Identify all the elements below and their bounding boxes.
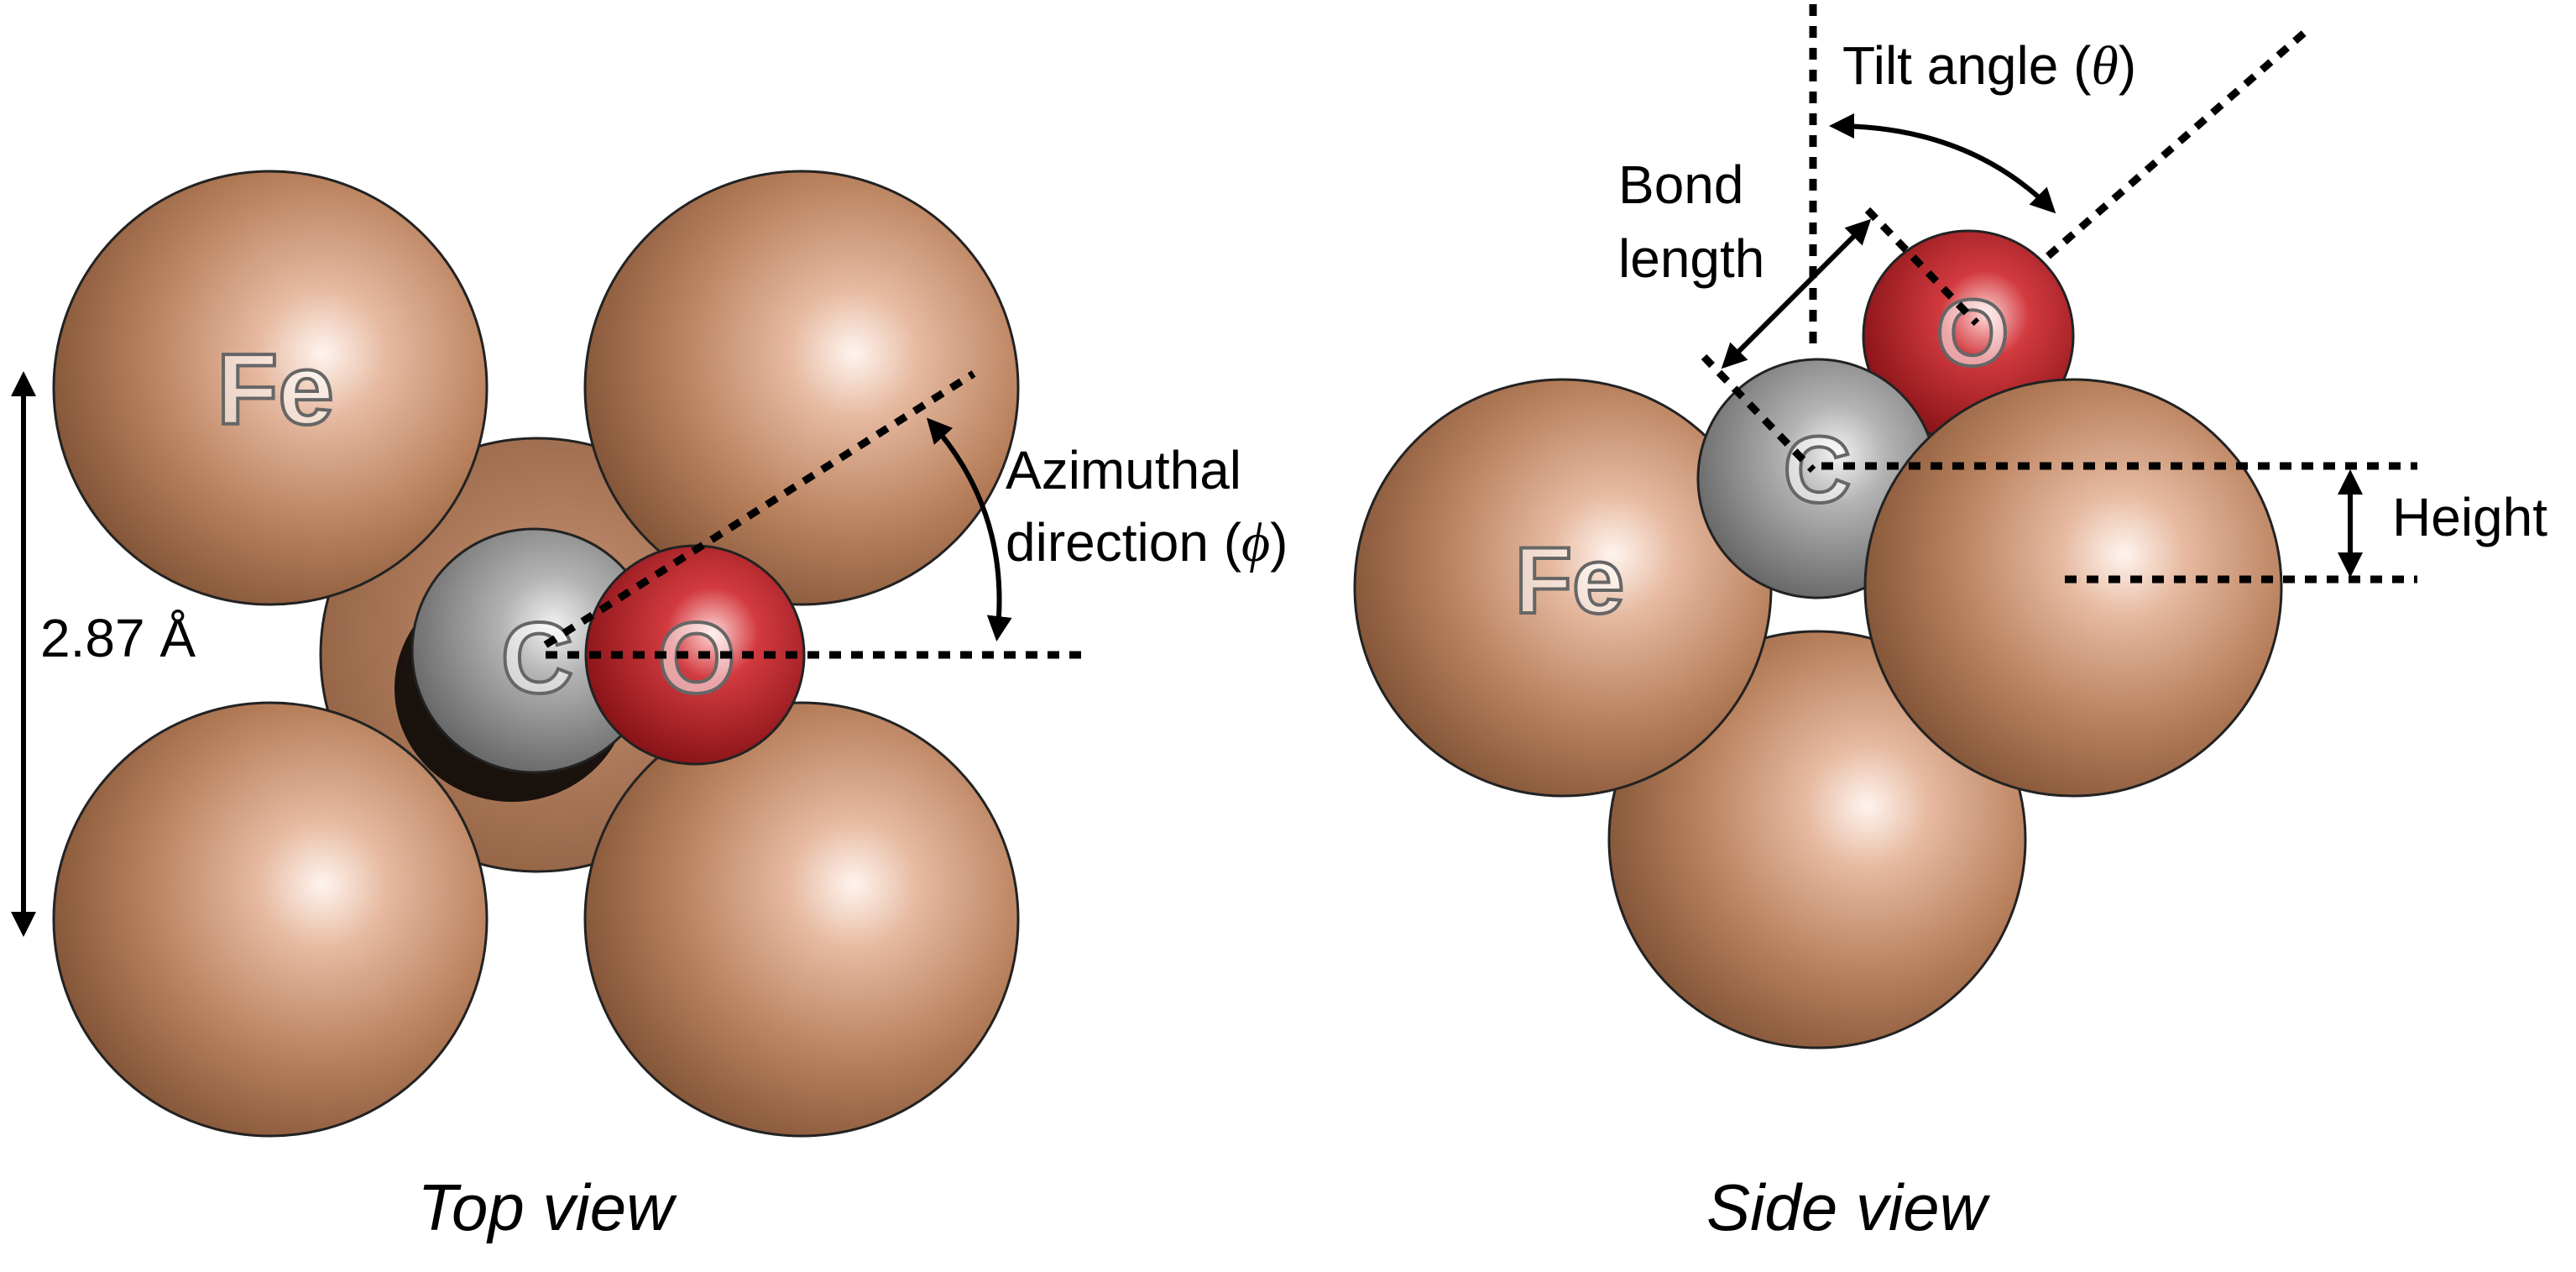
bond-guide-bottom: [1701, 353, 1816, 474]
fe-atom-top-right: [583, 170, 1020, 606]
azimuthal-label-line1: Azimuthal: [1006, 440, 1241, 500]
tilt-angle-label: Tilt angle (θ): [1842, 35, 2136, 97]
carbon-label-top: C: [501, 602, 574, 715]
azimuthal-label-line2: direction (ϕ): [1006, 512, 1288, 573]
azimuthal-angle-arrow: [926, 417, 1012, 641]
fe-label-side: Fe: [1515, 528, 1625, 633]
tilt-angle-arrow: [1829, 113, 2056, 214]
fe-atom-bottom-side: [1607, 630, 2027, 1050]
lattice-spacing-label: 2.87 Å: [40, 608, 196, 668]
top-view-caption: Top view: [418, 1170, 678, 1244]
co-azimuth-line: [543, 370, 976, 648]
bond-guide-top: [1864, 207, 1980, 327]
height-label: Height: [2392, 487, 2547, 547]
fe-atom-top-left: [52, 170, 489, 606]
co-axis-line: [2046, 26, 2311, 259]
oxygen-label-top: O: [657, 602, 735, 715]
bond-length-label-line2: length: [1618, 228, 1764, 289]
bond-length-arrow: [1721, 218, 1872, 369]
carbon-label-side: C: [1784, 417, 1852, 522]
side-view-caption: Side view: [1706, 1170, 1990, 1244]
fe-atom-bottom-left: [52, 701, 489, 1138]
fe-atom-right-side: [1863, 378, 2283, 798]
fe-label-top: Fe: [217, 333, 334, 446]
top-view-panel: Fe C O 2.87 Å Azimuthal direction (ϕ) To…: [11, 170, 1288, 1244]
bond-length-label-line1: Bond: [1618, 154, 1743, 215]
side-view-panel: Fe C O Tilt angle (θ) Bond length Height…: [1353, 4, 2547, 1244]
fe-atom-bottom-right: [583, 701, 1020, 1138]
